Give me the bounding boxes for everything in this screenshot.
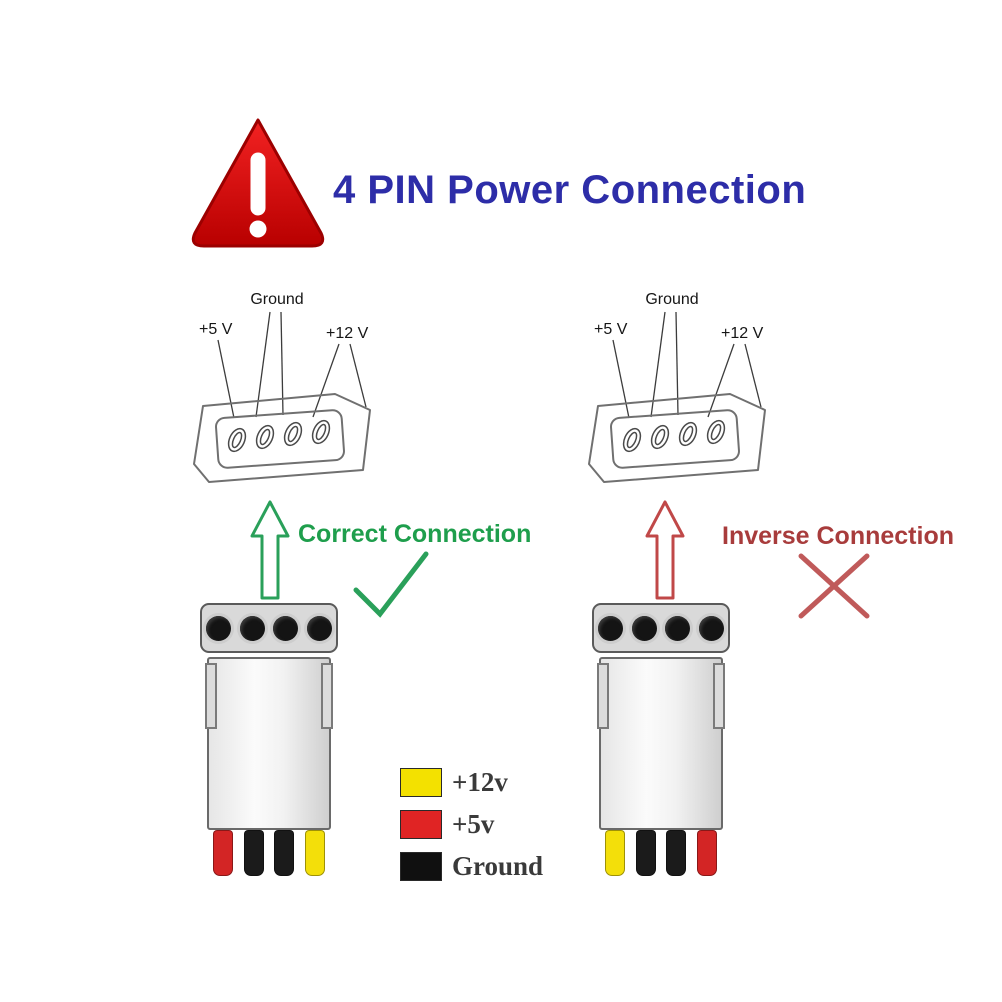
wire-color-legend: +12v +5v Ground	[400, 766, 543, 892]
legend-item: +5v	[400, 808, 543, 840]
pin-label-plus12: +12 V	[326, 325, 369, 342]
socket-pins	[227, 419, 331, 453]
legend-item: +12v	[400, 766, 543, 798]
up-arrow-correct-icon	[250, 500, 290, 605]
connector-body	[597, 657, 725, 830]
socket-pins	[622, 419, 726, 453]
pin-label-ground: Ground	[645, 291, 698, 308]
connector-tab	[597, 663, 609, 729]
pin-label-plus12: +12 V	[721, 325, 764, 342]
pin-label-plus5: +5 V	[594, 321, 628, 338]
connector-tab	[205, 663, 217, 729]
socket-outline	[193, 393, 371, 483]
wire	[304, 830, 325, 876]
correct-connection-label: Correct Connection	[298, 520, 532, 548]
pin-hole	[306, 615, 332, 641]
wire	[274, 830, 295, 876]
pin-hole	[631, 615, 657, 641]
warning-triangle-icon	[188, 112, 328, 267]
connector-tab	[713, 663, 725, 729]
x-stroke-2	[798, 553, 870, 619]
legend-label: +5v	[452, 808, 495, 839]
checkmark-stroke	[353, 551, 429, 618]
pin-hole	[239, 615, 265, 641]
wire	[696, 830, 717, 876]
inverse-connection-label: Inverse Connection	[722, 522, 954, 550]
legend-item: Ground	[400, 850, 543, 882]
wire	[605, 830, 625, 876]
exclamation-dot	[249, 220, 267, 238]
arrow-shape	[645, 500, 685, 600]
arrow-shape	[250, 500, 290, 600]
pin-hole	[698, 615, 724, 641]
connector-socket-face	[200, 603, 338, 653]
pin-hole	[206, 615, 232, 641]
connector-tab	[321, 663, 333, 729]
wire	[666, 830, 687, 876]
connector-body	[205, 657, 333, 830]
page-title: 4 PIN Power Connection	[333, 168, 807, 212]
pin-hole	[665, 615, 691, 641]
connector-socket-face	[592, 603, 730, 653]
legend-label: +12v	[452, 766, 508, 797]
x-mark-icon	[793, 548, 875, 629]
connector-wires	[599, 830, 723, 876]
legend-swatch-black	[400, 851, 442, 881]
pin-hole	[273, 615, 299, 641]
wire	[243, 830, 264, 876]
connector-wires	[207, 830, 331, 876]
legend-label: Ground	[452, 850, 544, 881]
pin-label-ground: Ground	[250, 291, 303, 308]
legend-swatch-yellow	[400, 767, 442, 797]
socket-diagram-correct: Ground +5 V +12 V	[185, 286, 385, 503]
wire	[635, 830, 656, 876]
socket-diagram-inverse: Ground +5 V +12 V	[580, 286, 780, 503]
up-arrow-inverse-icon	[645, 500, 685, 605]
wire	[213, 830, 233, 876]
legend-swatch-red	[400, 809, 442, 839]
pin-hole	[598, 615, 624, 641]
checkmark-icon	[348, 548, 434, 629]
socket-outline	[588, 393, 766, 483]
pin-label-plus5: +5 V	[199, 321, 233, 338]
